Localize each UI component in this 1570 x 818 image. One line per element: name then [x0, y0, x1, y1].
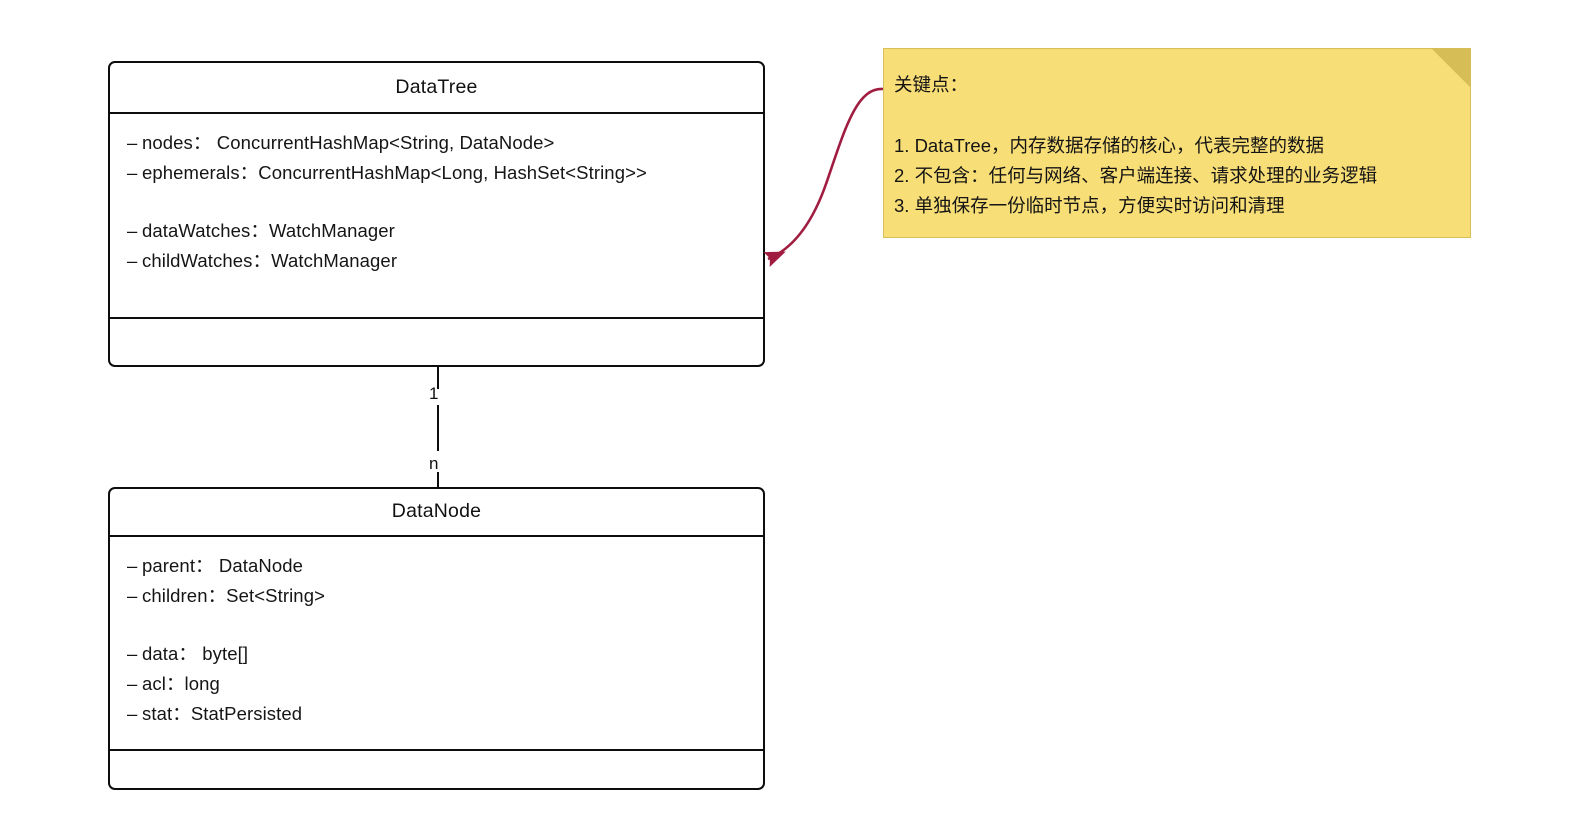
attribute-visibility: –: [127, 585, 138, 606]
association-multiplicity-target: n: [429, 454, 439, 473]
attribute-text: data： byte[]: [142, 643, 249, 664]
attribute-row: –nodes： ConcurrentHashMap<String, DataNo…: [127, 128, 763, 158]
attribute-text: childWatches：WatchManager: [142, 250, 398, 271]
attribute-text: stat：StatPersisted: [142, 703, 303, 724]
attribute-row: –stat：StatPersisted: [127, 699, 763, 729]
attribute-row: –dataWatches：WatchManager: [127, 216, 763, 246]
association-line-lower: [437, 405, 439, 451]
attribute-text: children：Set<String>: [142, 585, 325, 606]
note-heading: 关键点：: [894, 74, 969, 95]
attribute-visibility: –: [127, 643, 138, 664]
note-item: 1. DataTree，内存数据存储的核心，代表完整的数据: [894, 134, 1325, 156]
attribute-text: ephemerals：ConcurrentHashMap<Long, HashS…: [142, 162, 647, 183]
attribute-row: –parent： DataNode: [127, 551, 763, 581]
attribute-text: dataWatches：WatchManager: [142, 220, 395, 241]
attribute-row: –acl：long: [127, 669, 763, 699]
attribute-visibility: –: [127, 555, 138, 576]
attribute-row-spacer: [127, 611, 763, 639]
attribute-visibility: –: [127, 220, 138, 241]
class-operations-divider: [110, 317, 763, 319]
association-line-upper: [437, 367, 439, 389]
attribute-visibility: –: [127, 132, 138, 153]
class-title-divider: [110, 535, 763, 537]
attribute-visibility: –: [127, 703, 138, 724]
attribute-text: parent： DataNode: [142, 555, 303, 576]
attribute-row: –ephemerals：ConcurrentHashMap<Long, Hash…: [127, 158, 763, 188]
note-item: 2. 不包含：任何与网络、客户端连接、请求处理的业务逻辑: [894, 164, 1378, 186]
note-fold-corner-icon: [1431, 48, 1471, 88]
note-item: 3. 单独保存一份临时节点，方便实时访问和清理: [894, 194, 1285, 216]
sticky-note[interactable]: 关键点： 1. DataTree，内存数据存储的核心，代表完整的数据 2. 不包…: [883, 48, 1471, 238]
class-title-divider: [110, 112, 763, 114]
attribute-row: –data： byte[]: [127, 639, 763, 669]
attribute-row-spacer: [127, 188, 763, 216]
attribute-visibility: –: [127, 250, 138, 271]
class-title-datatree: DataTree: [395, 75, 478, 98]
class-title-datanode: DataNode: [391, 500, 482, 523]
class-operations-datatree: [110, 319, 763, 365]
association-multiplicity-source: 1: [429, 384, 439, 403]
class-attributes-datanode: –parent： DataNode –children：Set<String> …: [110, 537, 763, 749]
note-body: 关键点： 1. DataTree，内存数据存储的核心，代表完整的数据 2. 不包…: [884, 49, 1470, 231]
attribute-row: –children：Set<String>: [127, 581, 763, 611]
attribute-visibility: –: [127, 673, 138, 694]
attribute-row: –childWatches：WatchManager: [127, 246, 763, 276]
class-operations-datanode: [110, 751, 763, 788]
class-box-datanode[interactable]: DataNode –parent： DataNode –children：Set…: [108, 487, 765, 790]
attribute-visibility: –: [127, 162, 138, 183]
class-attributes-datatree: –nodes： ConcurrentHashMap<String, DataNo…: [110, 114, 763, 317]
class-box-datatree[interactable]: DataTree –nodes： ConcurrentHashMap<Strin…: [108, 61, 765, 367]
class-operations-divider: [110, 749, 763, 751]
attribute-text: nodes： ConcurrentHashMap<String, DataNod…: [142, 132, 555, 153]
association-line-tail: [437, 472, 439, 488]
attribute-text: acl：long: [142, 673, 220, 694]
